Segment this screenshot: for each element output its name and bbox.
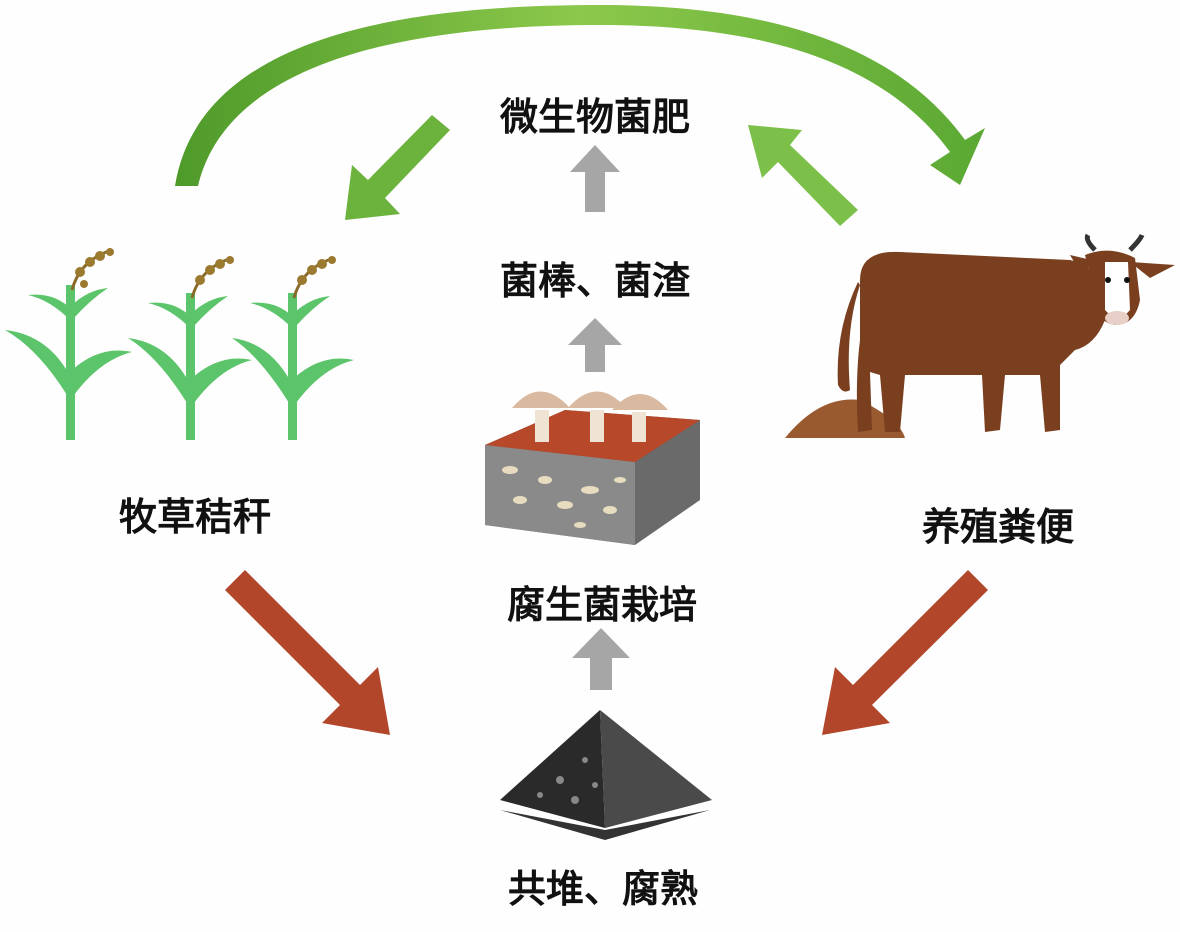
label-straw: 牧草秸秆: [118, 495, 272, 539]
manure-pile-icon: [785, 399, 905, 438]
arrow-substrate-to-fertilizer: [570, 145, 620, 212]
label-manure: 养殖粪便: [921, 505, 1075, 549]
arrow-manure-to-fertilizer: [748, 125, 858, 226]
label-spent-substrate: 菌棒、菌渣: [499, 259, 691, 303]
arrow-cultivation-to-substrate: [568, 318, 622, 372]
plant-icon: [232, 256, 354, 440]
cow-manure-illustration: [785, 233, 1175, 438]
arrow-fertilizer-to-straw: [345, 115, 450, 220]
grass-straw-illustration: [5, 248, 354, 440]
plant-icon: [128, 256, 252, 440]
label-cultivation: 腐生菌栽培: [506, 583, 698, 627]
plant-icon: [5, 248, 132, 440]
arrow-compost-to-cultivation: [572, 628, 630, 690]
arrow-manure-to-compost: [822, 570, 988, 735]
mushroom-icon: [512, 391, 668, 442]
label-microbial-fertilizer: 微生物菌肥: [499, 95, 691, 139]
arrow-straw-to-compost: [225, 570, 390, 735]
mushroom-block-illustration: [485, 391, 700, 545]
label-compost: 共堆、腐熟: [507, 867, 699, 911]
compost-pile-illustration: [500, 710, 712, 840]
